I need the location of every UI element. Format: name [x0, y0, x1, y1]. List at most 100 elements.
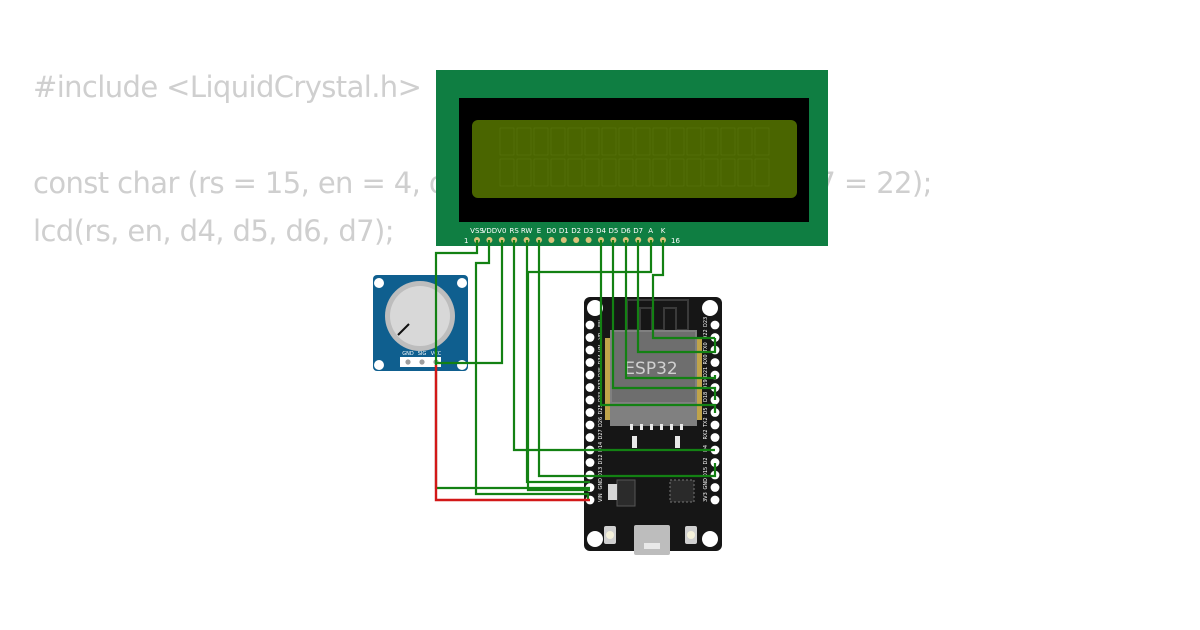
lcd-pin-label-v0: V0	[497, 227, 506, 235]
esp32-pin-label-d23: D23	[703, 317, 709, 327]
lcd-char-cell	[703, 127, 719, 156]
lcd-char-cell	[516, 158, 532, 187]
lcd-char-cell	[737, 127, 753, 156]
pot-mount-hole-bl	[374, 360, 384, 370]
wire-lcd-d6-to-d19	[624, 240, 717, 380]
lcd-pin-label-a: A	[648, 227, 653, 235]
wire-lcd-a-to-3v3	[526, 240, 653, 492]
esp32-pin-d25-left[interactable]	[585, 408, 595, 417]
wire-pot-vcc-to-vin	[434, 365, 590, 502]
lcd-char-cell	[618, 127, 634, 156]
esp32-pin-d2-right[interactable]	[710, 458, 720, 467]
wires	[434, 240, 717, 502]
esp32-usb-chip	[669, 479, 695, 503]
esp32-mount-hole-bl	[587, 531, 603, 547]
esp32-pin-label-d13: D13	[598, 467, 604, 477]
lcd-char-cell	[584, 158, 600, 187]
lcd-char-cell	[635, 158, 651, 187]
lcd-pin-d0[interactable]	[548, 237, 555, 243]
esp32-pin-headers: ENVPVND34D35D32D33D25D26D27D14D12D13GNDV…	[585, 317, 720, 505]
esp32-pin-label-3v3: 3V3	[703, 492, 709, 502]
esp32-voltage-regulator	[616, 479, 636, 507]
esp32-pin-d33-left[interactable]	[585, 395, 595, 405]
lcd-pin-label-d5: D5	[608, 227, 618, 235]
esp32-pin-d35-left[interactable]	[585, 370, 595, 380]
lcd-char-cell	[703, 158, 719, 187]
lcd-char-cell	[669, 158, 685, 187]
esp32-pin-label-d19: D19	[703, 379, 709, 389]
esp32-label: ESP32	[624, 359, 677, 379]
lcd-pin-d1[interactable]	[560, 237, 567, 243]
wire-lcd-rs-to-d15	[512, 240, 715, 452]
esp32-pin-en-left[interactable]	[585, 320, 595, 330]
lcd-char-cell	[567, 127, 583, 156]
esp32-mount-hole-br	[702, 531, 718, 547]
esp32-castellations	[630, 424, 683, 448]
lcd-char-cell	[533, 158, 549, 187]
lcd-pin-label-rw: RW	[521, 227, 533, 235]
lcd-char-cell	[533, 127, 549, 156]
esp32-pin-label-rx0: RX0	[703, 354, 709, 364]
lcd-char-cell	[754, 158, 770, 187]
esp32-pin-label-d4: D4	[703, 445, 709, 452]
pot-knob-inner	[390, 286, 450, 346]
lcd-char-cell	[686, 127, 702, 156]
lcd-char-cell	[567, 158, 583, 187]
esp32-pin-vn-left[interactable]	[585, 345, 595, 355]
lcd-pin-label-d6: D6	[621, 227, 631, 235]
esp32-pin-gnd-right[interactable]	[710, 483, 720, 492]
pot-pin-gnd[interactable]	[405, 359, 411, 365]
lcd-pin-label-vdd: VDD	[482, 227, 498, 235]
esp32-pin-d27-left[interactable]	[585, 433, 595, 442]
esp32-regulator-tab	[608, 484, 617, 500]
wire-lcd-d4-to-d5	[599, 240, 717, 413]
lcd-pin-label-d0: D0	[546, 227, 556, 235]
esp32-pin-label-d14: D14	[598, 442, 604, 452]
lcd-pin-label-k: K	[661, 227, 666, 235]
pot-mount-hole-tl	[374, 278, 384, 288]
esp32-pin-label-gnd: GND	[703, 478, 709, 490]
pot-mount-hole-tr	[457, 278, 467, 288]
esp32-pin-vp-left[interactable]	[585, 333, 595, 342]
esp32-pin-label-d18: D18	[703, 392, 709, 402]
lcd-char-cell	[754, 127, 770, 156]
esp32-pin-label-d2: D2	[703, 457, 709, 464]
esp32-pin-d26-left[interactable]	[585, 420, 595, 430]
wire-lcd-k-to-gnd	[651, 240, 715, 340]
esp32-pin-d23-right[interactable]	[710, 320, 720, 330]
pot-mount-hole-br	[457, 360, 467, 370]
lcd-pin-d2[interactable]	[573, 237, 580, 243]
lcd-pin-label-d1: D1	[559, 227, 569, 235]
esp32-pin-d32-left[interactable]	[585, 383, 595, 392]
wire-lcd-d5-to-d18	[611, 240, 717, 400]
esp32-pin-label-gnd: GND	[598, 478, 604, 490]
esp32-en-button-cap	[687, 531, 695, 539]
lcd-pin-label-e: E	[537, 227, 541, 235]
lcd-pin-label-d2: D2	[571, 227, 581, 235]
esp32-pin-label-d26: D26	[598, 417, 604, 427]
esp32-pin-rx0-right[interactable]	[710, 358, 720, 367]
esp32-pin-d12-left[interactable]	[585, 458, 595, 467]
esp32-mount-hole-tr	[702, 300, 718, 316]
lcd-pin-label-d4: D4	[596, 227, 606, 235]
esp32-pin-rx2-right[interactable]	[710, 433, 720, 442]
lcd-pin-label-d3: D3	[584, 227, 594, 235]
lcd-char-cell	[720, 127, 736, 156]
esp32-pin-tx2-right[interactable]	[710, 420, 720, 430]
esp32-pin-label-d22: D22	[703, 329, 709, 339]
lcd-char-cell	[618, 158, 634, 187]
esp32-pin-d34-left[interactable]	[585, 358, 595, 367]
lcd-char-cell	[584, 127, 600, 156]
lcd-char-cell	[669, 127, 685, 156]
esp32-pin-label-d12: D12	[598, 454, 604, 464]
lcd-char-cell	[601, 127, 617, 156]
lcd-pin-number-first: 1	[464, 237, 468, 245]
esp32-pin-label-vin: VIN	[598, 493, 604, 502]
wire-lcd-rw-to-gnd	[525, 240, 590, 484]
esp32-pin-3v3-right[interactable]	[710, 495, 720, 505]
pot-pin-sig[interactable]	[419, 359, 425, 365]
esp32-pin-label-d15: D15	[703, 467, 709, 477]
lcd-pin-d3[interactable]	[585, 237, 592, 243]
